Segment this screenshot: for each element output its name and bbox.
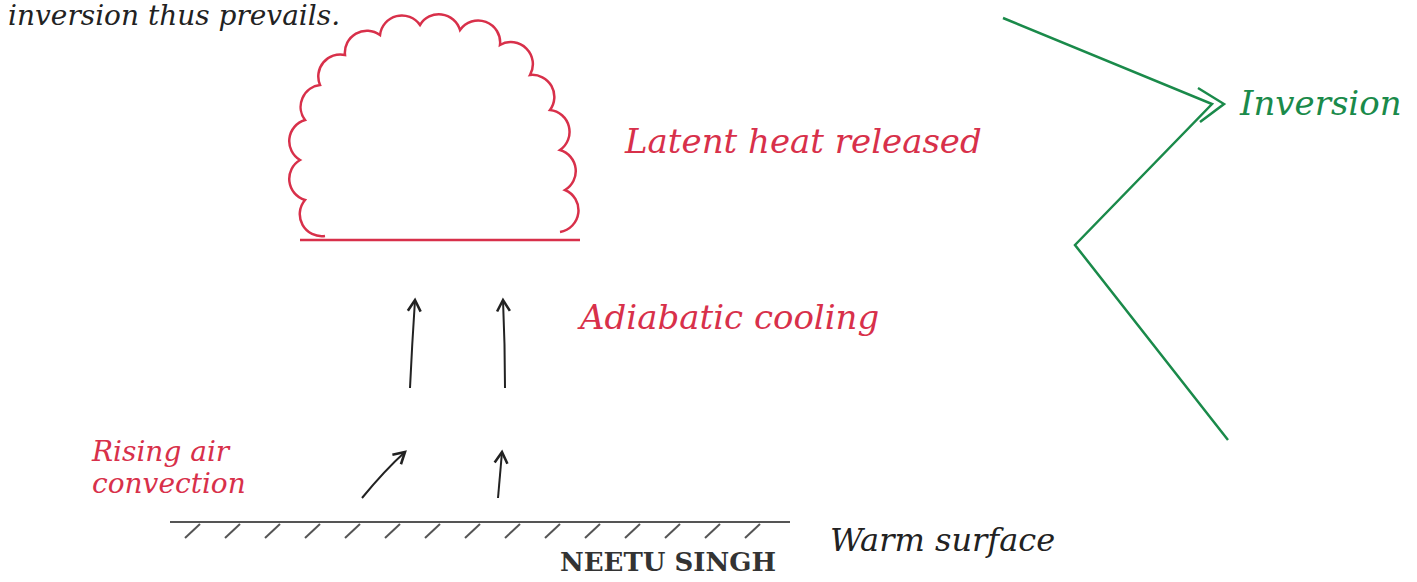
process-label: Adiabatic cooling (580, 298, 879, 337)
process-label: Latent heat released (625, 122, 982, 161)
watermark: NEETU SINGH (560, 548, 776, 578)
process-label: Rising air convection (92, 436, 267, 500)
note-text: inversion thus prevails. (8, 0, 340, 32)
inversion-label: Inversion (1240, 84, 1402, 123)
cloud-base (300, 239, 580, 242)
warm-ground (170, 522, 790, 538)
temperature-profile (1003, 18, 1228, 440)
inversion-pointer (1198, 88, 1224, 122)
cloud-outline (289, 14, 578, 236)
surface-label: Warm surface (830, 522, 1055, 559)
rising-arrows (362, 300, 505, 498)
